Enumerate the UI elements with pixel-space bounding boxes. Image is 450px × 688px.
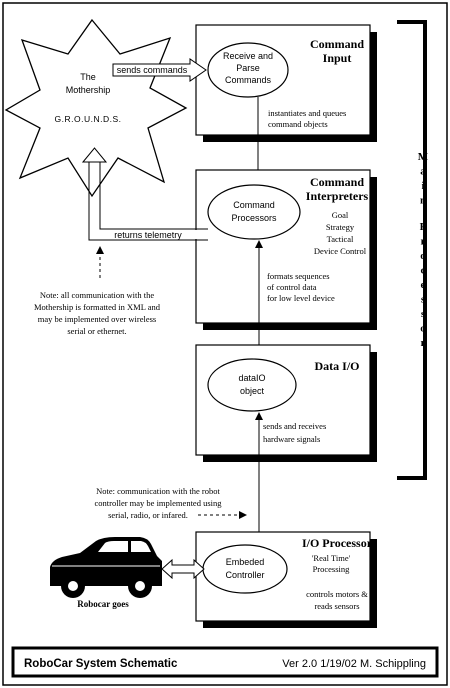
- processing-text: Processing: [313, 564, 351, 574]
- mothership-star: The Mothership G.R.O.U.N.D.S.: [4, 18, 188, 198]
- receive-parse-text-2: Parse: [236, 63, 260, 73]
- embeded-controller-text-2: Controller: [225, 570, 264, 580]
- io-processor-box: I/O Processor Embeded Controller 'Real T…: [195, 531, 377, 628]
- main-processor-letter: o: [420, 250, 426, 262]
- main-processor-letter: n: [420, 195, 426, 207]
- car-controller-arrow: [161, 558, 205, 580]
- interpreters-note-2: of control data: [267, 282, 317, 292]
- robot-note: Note: communication with the robot contr…: [95, 486, 223, 520]
- footer-version: Ver 2.0 1/19/02 M. Schippling: [282, 658, 426, 670]
- command-input-note-2: command objects: [268, 119, 328, 129]
- xml-note-4: serial or ethernet.: [67, 326, 126, 336]
- command-input-title-2: Input: [323, 51, 352, 65]
- io-processor-note-1: controls motors &: [306, 589, 368, 599]
- main-processor-letter: o: [420, 323, 426, 335]
- main-processor-letter: a: [420, 166, 426, 178]
- returns-telemetry-label: returns telemetry: [114, 230, 182, 240]
- interpreters-title-2: Interpreters: [306, 189, 369, 203]
- interpreter-item-strategy: Strategy: [326, 222, 355, 232]
- command-interpreters-box: Command Interpreters Command Processors …: [195, 169, 377, 330]
- io-processor-note-2: reads sensors: [314, 601, 359, 611]
- embeded-controller-text-1: Embeded: [226, 557, 265, 567]
- robot-note-3: serial, radio, or infared.: [108, 510, 188, 520]
- robot-note-1: Note: communication with the robot: [96, 486, 220, 496]
- embeded-controller-ellipse: [202, 544, 288, 594]
- main-processor-letter: P: [420, 221, 427, 233]
- main-processor-letter: M: [418, 151, 429, 163]
- interpreter-item-goal: Goal: [332, 210, 349, 220]
- xml-note: Note: all communication with the Mothers…: [34, 290, 161, 336]
- main-processor-letter: s: [421, 308, 426, 320]
- main-processor-letter: i: [421, 180, 424, 192]
- data-io-note-1: sends and receives: [263, 421, 326, 431]
- mothership-text-1: The: [80, 72, 96, 82]
- main-processor-letter: c: [421, 265, 426, 277]
- data-io-note-2: hardware signals: [263, 434, 320, 444]
- main-processor-bracket: [397, 20, 427, 480]
- robocar-image: [50, 537, 162, 598]
- robocar-caption: Robocar goes: [77, 599, 129, 609]
- dataio-object-text-2: object: [240, 386, 265, 396]
- dataio-object-text-1: dataIO: [238, 373, 265, 383]
- real-time-text: 'Real Time': [312, 553, 351, 563]
- interpreter-item-device-control: Device Control: [314, 246, 367, 256]
- mothership-text-3: G.R.O.U.N.D.S.: [55, 114, 122, 124]
- receive-parse-text-1: Receive and: [223, 51, 273, 61]
- xml-note-2: Mothership is formatted in XML and: [34, 302, 161, 312]
- main-processor-letter: e: [421, 279, 426, 291]
- interpreters-note-3: for low level device: [267, 293, 335, 303]
- sends-commands-label: sends commands: [117, 65, 188, 75]
- command-processors-ellipse: [207, 184, 301, 240]
- dataio-object-ellipse: [207, 358, 297, 412]
- main-processor-letter: r: [421, 236, 426, 248]
- data-io-box: Data I/O dataIO object sends and receive…: [195, 344, 377, 462]
- xml-note-1: Note: all communication with the: [40, 290, 154, 300]
- interpreters-note-1: formats sequences: [267, 271, 330, 281]
- receive-parse-ellipse: [207, 42, 289, 98]
- command-input-title-1: Command: [310, 37, 364, 51]
- footer-title: RoboCar System Schematic: [24, 658, 178, 670]
- io-processor-title: I/O Processor: [302, 536, 373, 550]
- data-io-title: Data I/O: [315, 359, 360, 373]
- command-processors-text-1: Command: [233, 200, 275, 210]
- command-input-box: Command Input Receive and Parse Commands…: [195, 24, 377, 142]
- receive-parse-text-3: Commands: [225, 75, 272, 85]
- robot-note-2: controller may be implemented using: [95, 498, 223, 508]
- sends-commands-arrow: sends commands: [112, 58, 207, 82]
- xml-note-3: may be implemented over wireless: [38, 314, 157, 324]
- main-processor-letter: r: [421, 337, 426, 349]
- command-processors-text-2: Processors: [231, 213, 277, 223]
- interpreter-item-tactical: Tactical: [327, 234, 354, 244]
- returns-telemetry-arrow: returns telemetry: [81, 147, 208, 241]
- interpreters-title-1: Command: [310, 175, 364, 189]
- main-processor-letter: s: [421, 294, 426, 306]
- command-input-note-1: instantiates and queues: [268, 108, 346, 118]
- footer-box: RoboCar System Schematic Ver 2.0 1/19/02…: [11, 646, 439, 678]
- mothership-text-2: Mothership: [66, 85, 111, 95]
